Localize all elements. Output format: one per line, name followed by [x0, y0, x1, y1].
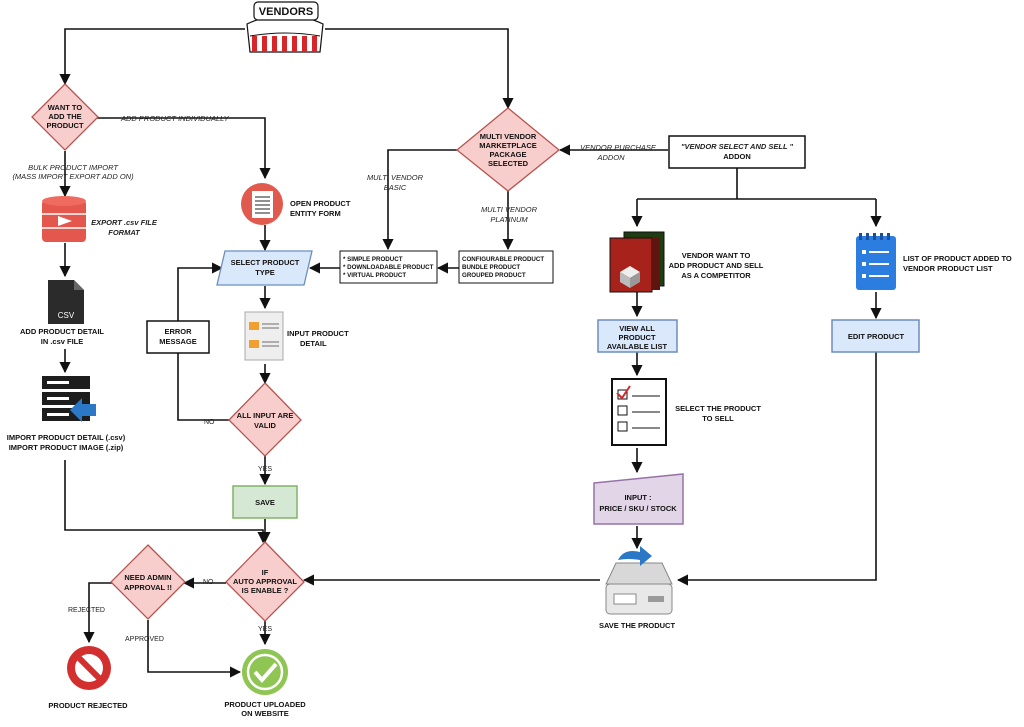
mv-package-diamond[interactable]	[455, 107, 561, 192]
all-valid-diamond[interactable]	[228, 382, 302, 457]
edge-vendors-to-want-add	[59, 28, 245, 86]
select-type-box[interactable]	[216, 250, 313, 286]
check-circle-icon	[242, 649, 288, 695]
edge-want-add-to-open-form	[97, 117, 271, 180]
server-import-icon	[42, 376, 96, 422]
no-auto-label: NO	[203, 579, 214, 586]
product-boxes-icon	[609, 231, 665, 293]
vendor-select-sell-box[interactable]	[668, 135, 806, 169]
edit-product-box[interactable]	[831, 319, 920, 353]
approved-label: APPROVED	[125, 636, 164, 643]
edge-admin-approved	[147, 620, 242, 678]
no-entry-icon	[67, 646, 111, 690]
platinum-types-box	[458, 250, 554, 284]
auto-approval-diamond[interactable]	[225, 541, 305, 622]
yes-auto-label: YES	[258, 626, 272, 633]
want-add-diamond[interactable]	[31, 83, 99, 151]
input-price-label: INPUT :PRICE / SKU / STOCK	[599, 493, 677, 513]
vendors-label: VENDORS	[259, 6, 313, 18]
edge-admin-rejected	[83, 582, 112, 644]
database-export-icon	[42, 196, 86, 242]
clipboard-icon	[244, 311, 284, 361]
basic-types-label: * SIMPLE PRODUCT* DOWNLOADABLE PRODUCT* …	[343, 256, 434, 279]
edit-product-label: EDIT PRODUCT	[848, 332, 905, 341]
view-all-box[interactable]	[597, 319, 678, 353]
no-valid-label: NO	[204, 419, 215, 426]
edge-addon-to-branches	[637, 168, 876, 200]
add-individually-label: ADD PRODUCT INDIVIDUALLY	[120, 114, 230, 123]
basic-types-box	[339, 250, 438, 284]
edges	[59, 28, 882, 678]
yes-valid-label: YES	[258, 466, 272, 473]
need-admin-diamond[interactable]	[110, 544, 186, 620]
notepad-list-icon	[856, 233, 896, 290]
tent-icon	[246, 1, 324, 53]
csv-file-icon: CSV	[48, 280, 84, 324]
edge-mv-to-basic	[382, 149, 478, 251]
rejected-label: REJECTED	[68, 607, 105, 614]
checklist-icon	[611, 378, 667, 446]
save-product-label: SAVE THE PRODUCT	[599, 621, 676, 630]
edge-edit-to-save-product	[676, 352, 877, 586]
product-rejected-label: PRODUCT REJECTED	[48, 701, 128, 710]
input-price-box[interactable]	[593, 473, 684, 525]
import-detail-label: IMPORT PRODUCT DETAIL (.csv)IMPORT PRODU…	[7, 433, 126, 452]
drive-save-icon	[605, 546, 673, 615]
error-message-box[interactable]	[146, 320, 210, 354]
edge-vendors-to-mv-package	[325, 28, 514, 110]
bulk-import-label: BULK PRODUCT IMPORT(MASS IMPORT EXPORT A…	[12, 163, 134, 181]
vendor-select-sell-label: "VENDOR SELECT AND SELL "ADDON	[681, 142, 794, 161]
save-label: SAVE	[255, 498, 275, 507]
save-box[interactable]	[232, 485, 298, 519]
document-form-icon	[241, 183, 283, 225]
svg-text:CSV: CSV	[58, 311, 75, 320]
